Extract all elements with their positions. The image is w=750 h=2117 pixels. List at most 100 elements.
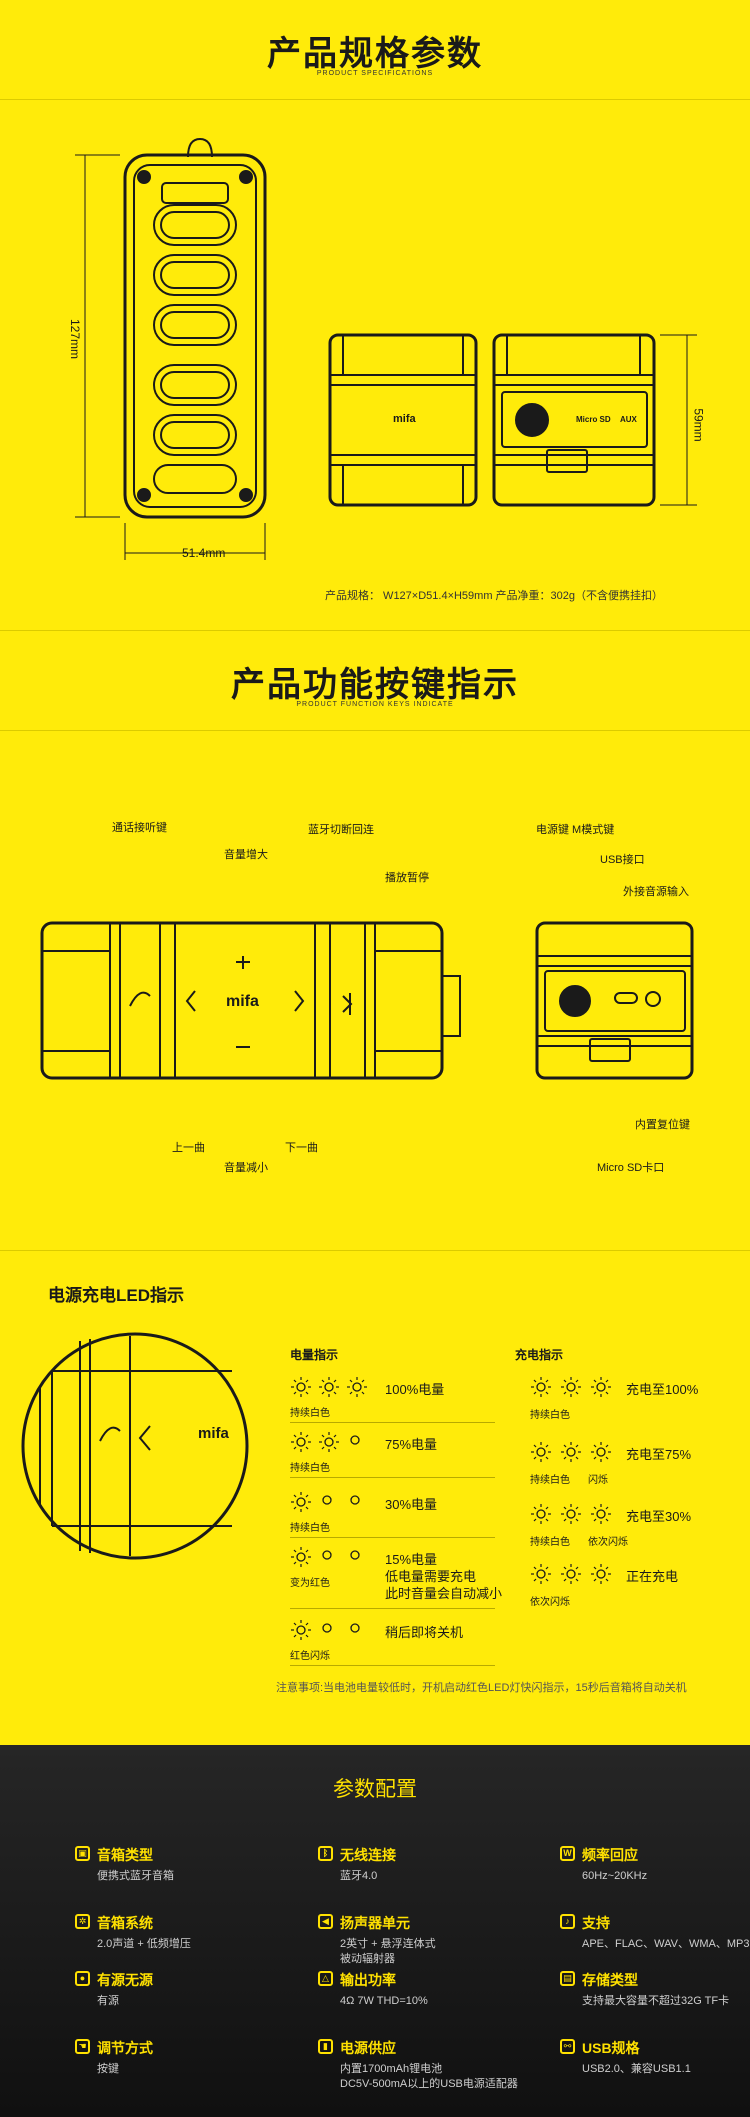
bluetooth-icon: ᛒ [318,1846,333,1861]
battery-title: 电量指示 [290,1348,339,1362]
charge-row-text: 充电至30% [626,1509,692,1524]
param-value: 2英寸 + 悬浮连体式 [340,1938,436,1950]
charge-row-text: 充电至75% [626,1447,692,1462]
keys-section: 产品功能按键指示 PRODUCT FUNCTION KEYS INDICATE … [0,630,750,1250]
led-icon [346,1431,364,1454]
battery-row-sub: 持续白色 [290,1523,330,1534]
height-label: 127mm [68,318,83,360]
battery-row-text2: 低电量需要充电 [385,1569,477,1584]
speaker-top-drawing [40,921,461,1080]
gear-icon: ✲ [75,1914,90,1929]
param-item: ▮ 电源供应内置1700mAh锂电池 DC5V-500mA以上的USB电源适配器 [318,2038,518,2092]
label-call-key: 通话接听键 [112,822,167,834]
label-power: 电源键 M模式键 [536,824,615,836]
params-title: 参数配置 [333,1778,417,1801]
param-value: 内置1700mAh锂电池 [340,2063,443,2075]
label-play: 播放暂停 [385,872,429,884]
speaker-end-drawing [535,921,694,1080]
led-icon [290,1376,312,1403]
led-icon [290,1431,312,1458]
param-value: 有源 [97,1995,119,2007]
label-vol-down: 音量减小 [224,1162,268,1174]
param-item: ☚调节方式按键 [75,2038,153,2077]
led-icon [530,1503,552,1530]
charge-row-sub: 持续白色 [530,1410,570,1421]
waveform-icon: W [560,1846,575,1861]
label-reset: 内置复位键 [635,1119,690,1131]
charge-row-text: 充电至100% [626,1382,699,1397]
charge-row-text: 正在充电 [626,1569,679,1584]
led-icon [290,1491,312,1518]
led-icon [560,1376,582,1403]
battery-row-text: 75%电量 [385,1437,438,1452]
led-note: 注意事项:当电池电量较低时，开机启动红色LED灯快闪指示，15秒后音箱将自动关机 [276,1682,687,1694]
battery-row-text: 100%电量 [385,1382,445,1397]
specs-section: 产品规格参数 PRODUCT SPECIFICATIONS 127mm 51.4… [0,0,750,630]
battery-row-text: 30%电量 [385,1497,438,1512]
music-note-icon: ♪ [560,1914,575,1929]
charge-title: 充电指示 [515,1348,564,1362]
keys-header: 产品功能按键指示 PRODUCT FUNCTION KEYS INDICATE [0,631,750,731]
led-icon [590,1376,612,1403]
led-icon [318,1376,340,1403]
param-item: ᛒ 无线连接蓝牙4.0 [318,1845,396,1884]
label-next: 下一曲 [285,1142,318,1154]
led-icon [290,1619,312,1646]
param-value: 蓝牙4.0 [340,1870,378,1882]
param-label: 调节方式 [97,2040,153,2056]
param-label: 扬声器单元 [340,1915,410,1931]
battery-row-sub: 变为红色 [290,1578,330,1589]
width-label: 51.4mm [182,546,226,560]
param-label: 电源供应 [340,2040,396,2056]
param-value: 便携式蓝牙音箱 [97,1870,174,1882]
specs-title: 产品规格参数 [267,35,483,73]
param-item: ●有源无源有源 [75,1970,153,2009]
charge-row-sub: 依次闪烁 [530,1597,570,1608]
param-value: 60Hz~20KHz [582,1870,648,1882]
param-label: 支持 [582,1915,610,1931]
top-brand: mifa [226,993,259,1010]
keys-title: 产品功能按键指示 [231,666,519,704]
led-icon [560,1563,582,1590]
led-icon [590,1441,612,1468]
charge-row-sub2: 闪烁 [588,1475,608,1486]
keys-subtitle: PRODUCT FUNCTION KEYS INDICATE [296,701,454,708]
led-icon [318,1491,336,1514]
side-brand-label: mifa [393,413,416,425]
volume-icon: ◀ [318,1914,333,1929]
battery-icon: ▮ [318,2039,333,2054]
speaker-side-drawing [328,333,478,507]
speaker-icon: ▣ [75,1846,90,1861]
battery-row-sub: 持续白色 [290,1408,330,1419]
led-icon [346,1546,364,1569]
param-label: 输出功率 [340,1972,396,1988]
param-item: ◀ 扬声器单元 2英寸 + 悬浮连体式被动辐射器 [318,1913,436,1967]
led-brand: mifa [198,1425,229,1442]
led-icon [590,1503,612,1530]
usb-icon: ⚯ [560,2039,575,2054]
led-icon [530,1441,552,1468]
battery-row-text3: 此时音量会自动减小 [385,1586,503,1601]
led-icon [530,1563,552,1590]
hand-icon: ☚ [75,2039,90,2054]
param-value: USB2.0、兼容USB1.1 [582,2063,691,2075]
depth-label: 59mm [691,408,706,442]
led-icon [530,1376,552,1403]
led-icon [590,1563,612,1590]
label-usb: USB接口 [600,854,645,866]
label-bt: 蓝牙切断回连 [308,824,374,836]
param-value2: 被动辐射器 [340,1953,395,1965]
led-closeup-drawing [21,1332,249,1560]
param-label: USB规格 [582,2040,640,2056]
param-label: 无线连接 [340,1847,396,1863]
param-label: 音箱系统 [97,1915,153,1931]
param-value2: DC5V-500mA以上的USB电源适配器 [340,2078,518,2090]
output-icon: △ [318,1971,333,1986]
label-sd: Micro SD卡口 [597,1162,665,1174]
battery-row-text: 稍后即将关机 [385,1625,464,1640]
power-source-icon: ● [75,1971,90,1986]
